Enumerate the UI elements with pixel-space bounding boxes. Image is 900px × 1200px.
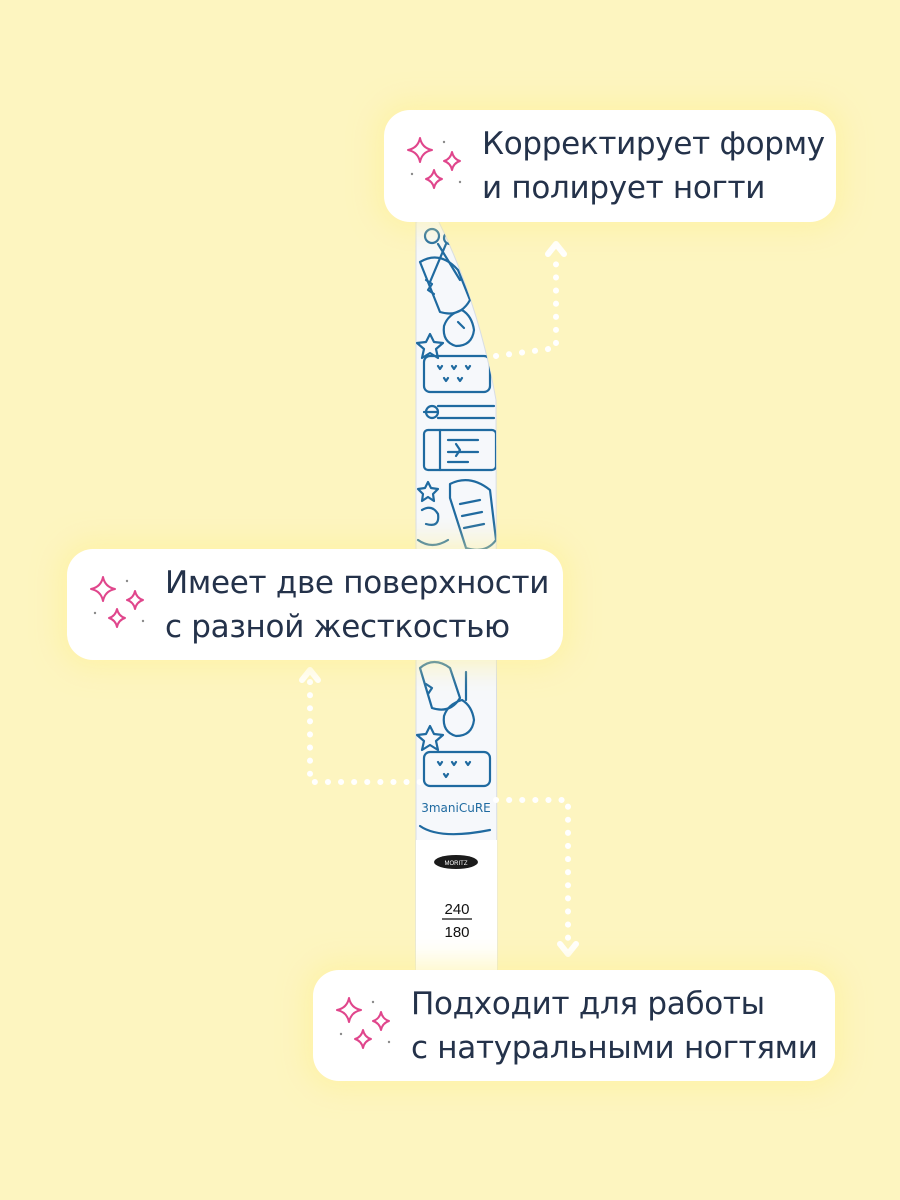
sparkles-icon xyxy=(336,996,391,1049)
feature-text: Корректирует форму и полирует ногти xyxy=(482,122,825,210)
sparkles-icon xyxy=(407,137,462,189)
feature-line-2: с разной жесткостью xyxy=(165,608,510,645)
connector-3 xyxy=(493,797,571,943)
feature-callout-natural-nails: Подходит для работы с натуральными ногтя… xyxy=(313,970,835,1081)
grit-top: 240 xyxy=(444,901,469,918)
brand-logo xyxy=(434,855,478,869)
doodle-word: 3maniCuRE xyxy=(421,801,491,815)
feature-callout-shape: Корректирует форму и полирует ногти xyxy=(384,110,836,222)
arrow-down-icon xyxy=(557,941,579,957)
feature-text: Подходит для работы с натуральными ногтя… xyxy=(411,982,818,1070)
connector-arrowheads xyxy=(299,241,579,957)
brand-mark: MORITZ xyxy=(445,861,468,867)
feature-line-1: Имеет две поверхности xyxy=(165,564,550,601)
grit-bottom: 180 xyxy=(444,924,469,941)
connector-1 xyxy=(493,253,559,359)
feature-line-1: Подходит для работы xyxy=(411,985,765,1022)
connector-2 xyxy=(307,679,423,785)
connector-lines xyxy=(307,253,571,943)
sparkles-icon xyxy=(90,575,145,628)
feature-line-2: и полирует ногти xyxy=(482,170,766,206)
feature-line-1: Корректирует форму xyxy=(482,126,825,162)
arrow-up-icon xyxy=(299,667,321,683)
feature-callout-surfaces: Имеет две поверхности с разной жесткость… xyxy=(67,549,563,660)
feature-line-2: с натуральными ногтями xyxy=(411,1029,818,1066)
arrow-up-icon xyxy=(545,241,567,257)
feature-text: Имеет две поверхности с разной жесткость… xyxy=(165,561,549,649)
